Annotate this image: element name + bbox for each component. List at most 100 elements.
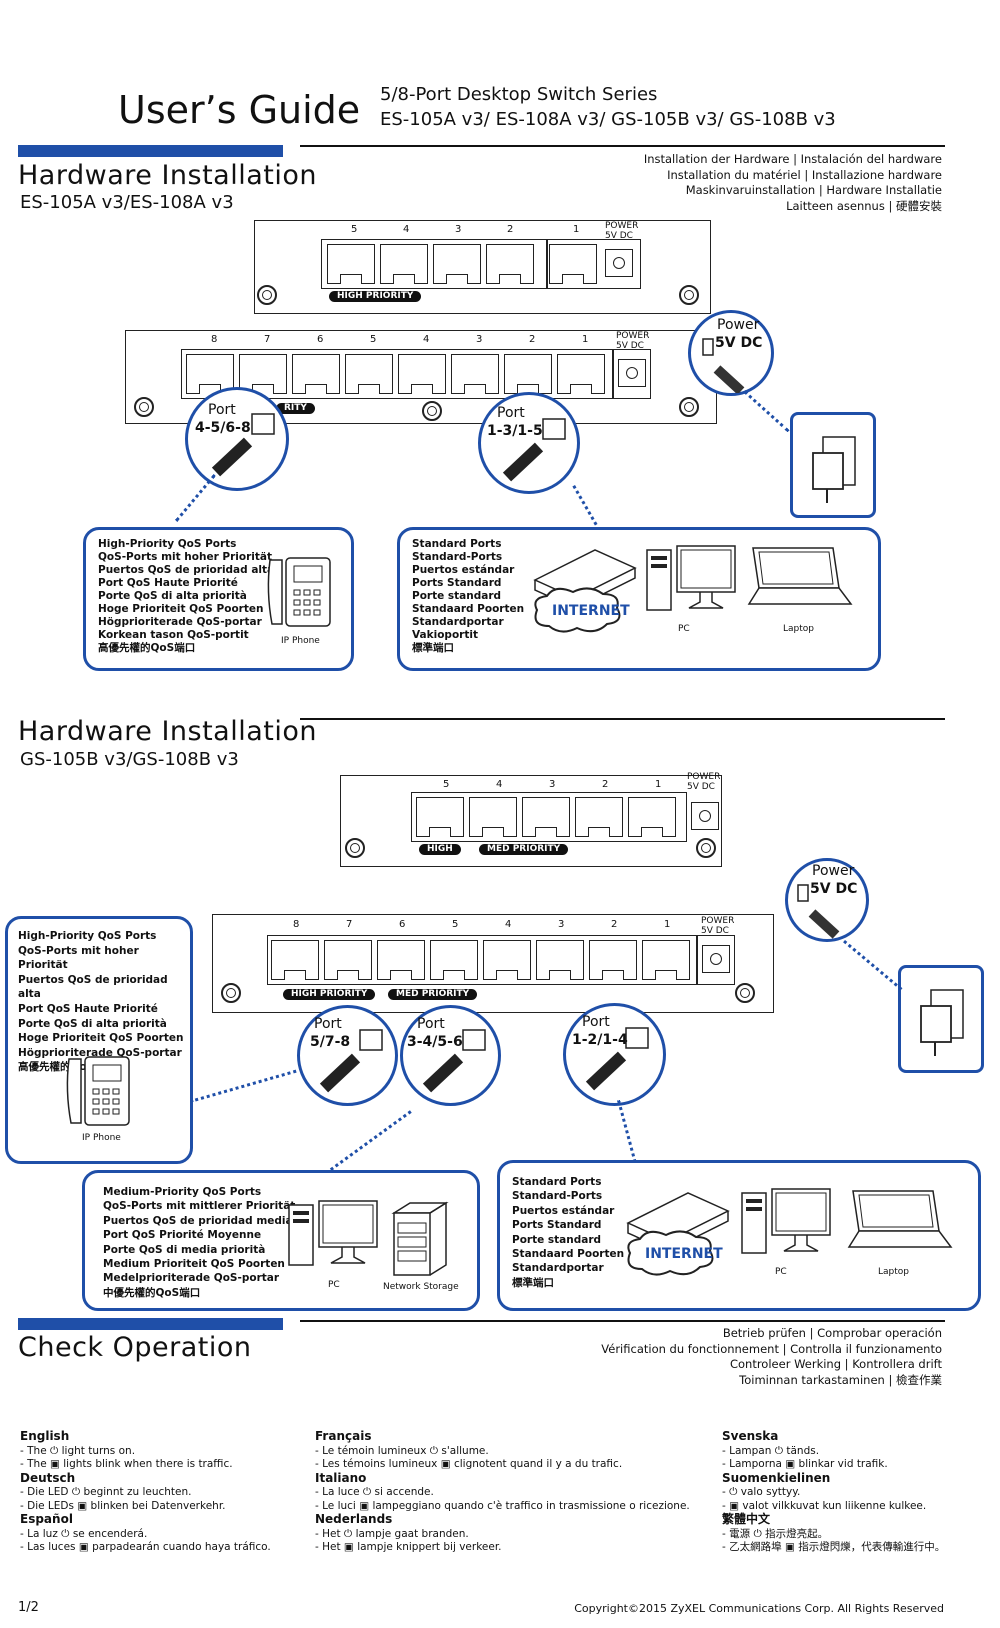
power-jack <box>702 945 730 973</box>
ethernet-port <box>642 940 690 980</box>
ethernet-port <box>504 354 552 394</box>
port-number: 5 <box>443 779 450 790</box>
port-number: 2 <box>529 334 536 345</box>
port-bubble: Port 1-3/1-5 <box>478 392 580 494</box>
port-number: 2 <box>602 779 609 790</box>
port-block <box>267 935 697 985</box>
port-number: 4 <box>505 919 512 930</box>
ethernet-port <box>324 940 372 980</box>
ethernet-port <box>522 797 570 837</box>
port-number: 5 <box>452 919 459 930</box>
power-jack <box>605 249 633 277</box>
ethernet-cable-icon <box>585 1027 649 1091</box>
priority-label: MED PRIORITY <box>479 844 569 855</box>
section-rule <box>300 145 945 147</box>
section-rule <box>300 718 945 720</box>
power-bubble: Power 5V DC <box>785 858 869 942</box>
ip-phone-icon <box>267 557 331 627</box>
pc-icon <box>741 1188 831 1254</box>
pc-caption: PC <box>678 624 690 634</box>
operation-column: Svenska - Lampan ⏻ tänds.- Lamporna ▣ bl… <box>722 1429 946 1553</box>
pc-caption: PC <box>328 1280 340 1290</box>
screw-icon <box>735 983 755 1003</box>
port-number: 3 <box>558 919 565 930</box>
port-number: 5 <box>370 334 377 345</box>
language-line: Installation du matériel | Installazione… <box>667 167 942 182</box>
connector-line <box>572 485 598 526</box>
port-number: 8 <box>211 334 218 345</box>
port-block <box>547 239 641 289</box>
port-number: 2 <box>507 224 514 235</box>
power-adapter-icon <box>920 989 964 1056</box>
connector-line <box>742 390 790 433</box>
internet-label: INTERNET <box>552 603 630 619</box>
priority-label: HIGH <box>419 844 461 855</box>
language-line: Maskinvaruinstallation | Hardware Instal… <box>685 183 942 197</box>
port-bubble: Port 3-4/5-6 <box>400 1005 501 1106</box>
section-rule <box>300 1320 945 1322</box>
ethernet-port <box>416 797 464 837</box>
laptop-caption: Laptop <box>783 624 814 634</box>
priority-label: RITY <box>276 403 315 414</box>
operation-column: Français - Le témoin lumineux ⏻ s'allume… <box>315 1429 690 1553</box>
ethernet-port <box>271 940 319 980</box>
connector-line <box>190 1069 297 1103</box>
screw-icon <box>679 285 699 305</box>
power-adapter-icon <box>812 436 856 503</box>
port-block <box>697 935 735 985</box>
ethernet-cable-icon <box>211 413 275 477</box>
port-bubble: Port 1-2/1-4 <box>563 1003 666 1106</box>
ethernet-cable-icon <box>502 418 566 482</box>
screw-icon <box>345 838 365 858</box>
ip-phone-caption: IP Phone <box>82 1133 121 1143</box>
section-title: Check Operation <box>18 1332 252 1363</box>
port-number: 3 <box>549 779 556 790</box>
section-title: Hardware Installation <box>18 716 317 747</box>
screw-icon <box>221 983 241 1003</box>
section-subtitle: GS-105B v3/GS-108B v3 <box>20 749 239 770</box>
power-adapter-box <box>790 412 876 518</box>
series-name: 5/8-Port Desktop Switch Series <box>380 84 658 105</box>
power-plug-icon <box>702 338 745 393</box>
port-number: 7 <box>264 334 271 345</box>
router-icon <box>533 549 637 633</box>
ethernet-cable-icon <box>319 1029 383 1093</box>
priority-label: HIGH PRIORITY <box>283 989 376 1000</box>
port-number: 1 <box>655 779 662 790</box>
ethernet-port <box>589 940 637 980</box>
operation-column: English - The ⏻ light turns on.- The ▣ l… <box>20 1429 271 1553</box>
screw-icon <box>134 397 154 417</box>
port-number: 8 <box>293 919 300 930</box>
ethernet-port <box>430 940 478 980</box>
connector-line <box>843 940 903 991</box>
ethernet-port <box>628 797 676 837</box>
connector-line <box>325 1110 412 1175</box>
port-block <box>411 792 687 842</box>
port-number: 4 <box>423 334 430 345</box>
power-jack <box>618 359 646 387</box>
page-number: 1/2 <box>18 1600 39 1615</box>
ethernet-port <box>549 244 597 284</box>
ethernet-port <box>483 940 531 980</box>
pc-caption: PC <box>775 1267 787 1277</box>
port-number: 7 <box>346 919 353 930</box>
power-bubble: Power 5V DC <box>688 310 774 396</box>
port-number: 6 <box>317 334 324 345</box>
screw-icon <box>422 401 442 421</box>
series-models: ES-105A v3/ ES-108A v3/ GS-105B v3/ GS-1… <box>380 109 836 130</box>
screw-icon <box>257 285 277 305</box>
ethernet-port <box>327 244 375 284</box>
